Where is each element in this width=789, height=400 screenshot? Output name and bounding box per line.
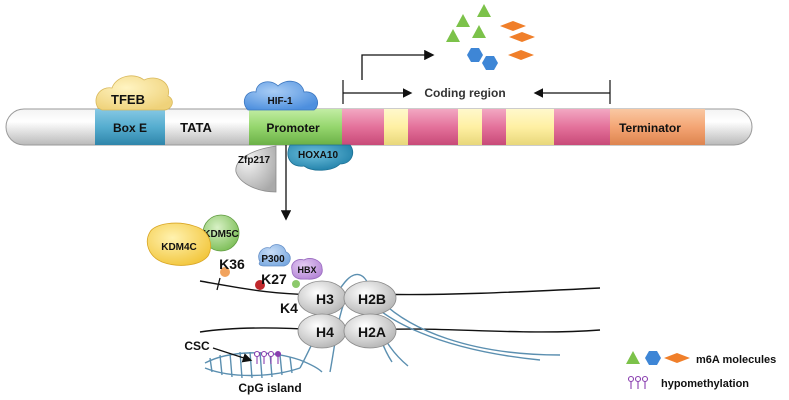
hoxa10-label: HOXA10 [298,150,338,161]
csc-label: CSC [184,339,210,353]
diamond-icon [500,21,526,31]
diamond-icon [664,353,690,363]
k27-mark [255,280,265,290]
transcription-start-arrow [361,49,435,80]
zfp217-label: Zfp217 [238,155,271,166]
k4-mark [292,280,300,288]
csc-arrow [212,347,253,363]
k36-mark [220,267,230,277]
hbx-factor: HBX [291,258,323,280]
triangle-icon [446,29,460,42]
triangle-icon [626,351,640,364]
h2a-label: H2A [358,324,386,340]
histone-h2b: H2B [343,280,397,316]
p300-factor: P300 [258,244,291,267]
hexagon-icon [645,351,661,365]
cpg-island-label: CpG island [238,381,301,395]
hypomethylation-icon [627,375,649,389]
tfeb-factor: TFEB [95,75,173,111]
triangle-icon [456,14,470,27]
kdm4c-factor: KDM4C [146,222,211,266]
histone-h3: H3 [297,280,347,316]
diamond-icon [508,50,534,60]
diamond-icon [509,32,535,42]
legend-m6a-label: m6A molecules [696,354,776,366]
m6a-molecules-cluster [446,4,535,70]
tfeb-label: TFEB [111,92,145,107]
hif1-label: HIF-1 [268,96,293,107]
k36-label: K36 [219,256,245,272]
coding-region-bracket [342,80,611,104]
kdm4c-label: KDM4C [161,242,197,253]
tata-label: TATA [180,120,212,135]
hbx-label: HBX [297,265,316,275]
coding-region-segment [342,109,610,145]
terminator-segment [610,109,705,145]
terminator-label: Terminator [619,121,681,135]
k27-label: K27 [261,271,287,287]
hif1-factor: HIF-1 [243,80,318,111]
coding-region-label: Coding region [424,86,505,100]
hoxa10-factor: HOXA10 [287,144,354,171]
h2b-label: H2B [358,291,386,307]
triangle-icon [477,4,491,17]
cpg-dna [204,351,323,379]
box-e-segment [95,109,165,145]
legend-hypomethylation-label: hypomethylation [661,378,749,390]
triangle-icon [472,25,486,38]
histone-h4: H4 [297,313,347,349]
promoter-label: Promoter [266,121,320,135]
hexagon-icon [467,48,483,62]
p300-label: P300 [261,254,285,265]
hexagon-icon [482,56,498,70]
h3-label: H3 [316,291,334,307]
cpg-lollipops [253,350,282,364]
promoter-segment [249,109,342,145]
k4-label: K4 [280,300,298,316]
legend: m6A molecules hypomethylation [626,351,776,390]
kdm5c-label: KDM5C [203,229,239,240]
histone-h2a: H2A [343,313,397,349]
k36-tick [216,277,221,291]
box-e-label: Box E [113,121,147,135]
zfp217-factor: Zfp217 [235,145,277,193]
h4-label: H4 [316,324,334,340]
